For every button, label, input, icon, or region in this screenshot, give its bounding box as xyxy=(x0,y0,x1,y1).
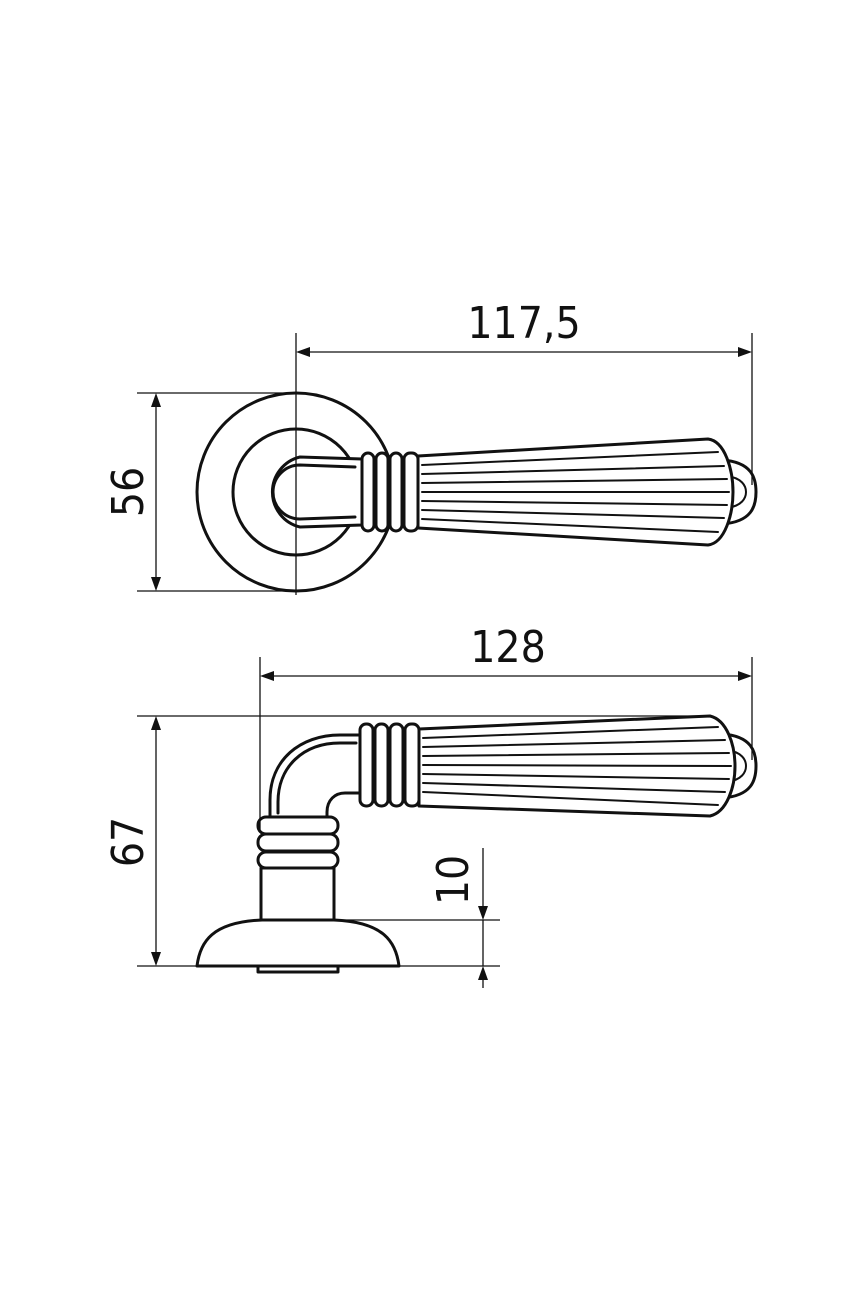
collar-rings xyxy=(360,451,420,533)
pedestal-ring-1 xyxy=(256,850,340,870)
dimension-side-height: 67 xyxy=(103,715,710,967)
dimension-label-67: 67 xyxy=(103,817,154,867)
side-handle-flutes xyxy=(422,726,732,806)
rose-base xyxy=(195,918,401,968)
pedestal xyxy=(259,866,336,922)
pedestal-ring-3 xyxy=(256,815,340,836)
lever-elbow-inner xyxy=(276,741,358,815)
dimension-top-height: 56 xyxy=(103,392,296,592)
dimension-label-128: 128 xyxy=(470,622,546,673)
dimension-label-10: 10 xyxy=(428,855,479,905)
dimension-rose-thickness: 10 xyxy=(334,848,500,988)
side-collar-rings xyxy=(358,722,421,808)
dimension-label-117-5: 117,5 xyxy=(467,298,580,349)
dimension-side-length: 128 xyxy=(259,622,753,830)
lever-neck-inner xyxy=(271,463,357,521)
handle-flutes xyxy=(421,451,730,533)
dimension-label-56: 56 xyxy=(103,467,154,517)
top-view: 117,5 56 xyxy=(103,298,758,595)
side-view: 128 67 10 xyxy=(103,622,758,988)
lever-elbow xyxy=(268,733,364,819)
dimension-top-length: 117,5 xyxy=(295,298,753,595)
pedestal-ring-2 xyxy=(256,832,340,853)
spindle-plate xyxy=(256,964,340,974)
